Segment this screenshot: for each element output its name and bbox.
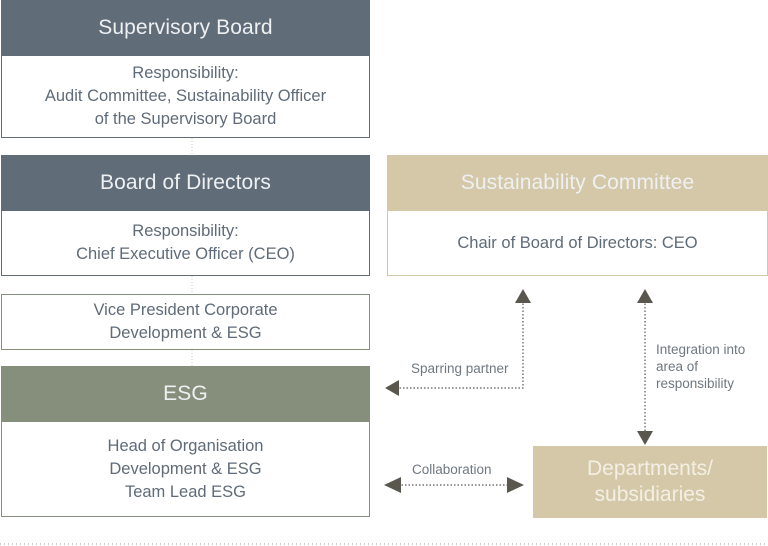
departments-line: Departments/ [586,457,714,480]
integration-label-line: responsibility [656,376,735,391]
sustainability-committee-title: Sustainability Committee [387,155,768,211]
sparring-arrow-left-icon [385,380,399,396]
collaboration-label: Collaboration [412,462,492,477]
supervisory-board-box: Supervisory Board Responsibility: Audit … [1,0,370,138]
integration-label-line: area of [656,359,699,374]
supervisory-board-line: of the Supervisory Board [94,110,277,128]
supervisory-board-title: Supervisory Board [1,0,370,56]
vice-president-line: Vice President Corporate [93,301,278,319]
sustainability-committee-details: Chair of Board of Directors: CEO [387,211,768,276]
board-of-directors-title: Board of Directors [1,155,370,211]
integration-arrow-down-icon [637,431,653,445]
integration-label: Integration into area of responsibility [656,341,745,392]
esg-details: Head of Organisation Development & ESG T… [1,422,370,517]
supervisory-board-line: Audit Committee, Sustainability Officer [44,87,327,105]
sustainability-committee-line: Chair of Board of Directors: CEO [457,233,698,252]
board-of-directors-line: Chief Executive Officer (CEO) [76,245,295,263]
integration-arrow-up-icon [637,289,653,303]
vice-president-line: Development & ESG [109,324,262,342]
esg-title: ESG [1,366,370,422]
sparring-arrow-up-icon [515,289,531,303]
esg-line: Development & ESG [109,459,262,478]
board-of-directors-box: Board of Directors Responsibility: Chief… [1,155,370,276]
collaboration-arrow-right-icon [507,477,524,493]
board-of-directors-line: Responsibility: [132,222,239,240]
integration-label-line: Integration into [656,342,746,357]
esg-line: Team Lead ESG [124,482,247,501]
board-of-directors-details: Responsibility: Chief Executive Officer … [1,211,370,276]
departments-box: Departments/ subsidiaries [533,446,767,518]
sparring-connector-line [392,300,524,389]
esg-line: Head of Organisation [107,436,264,455]
sparring-partner-label: Sparring partner [411,361,509,376]
departments-line: subsidiaries [594,483,706,506]
supervisory-board-details: Responsibility: Audit Committee, Sustain… [1,56,370,138]
supervisory-board-line: Responsibility: [132,64,239,82]
esg-box: ESG Head of Organisation Development & E… [1,366,370,517]
sustainability-committee-box: Sustainability Committee Chair of Board … [387,155,768,276]
vice-president-box: Vice President Corporate Development & E… [1,294,370,350]
collaboration-arrow-left-icon [384,477,401,493]
